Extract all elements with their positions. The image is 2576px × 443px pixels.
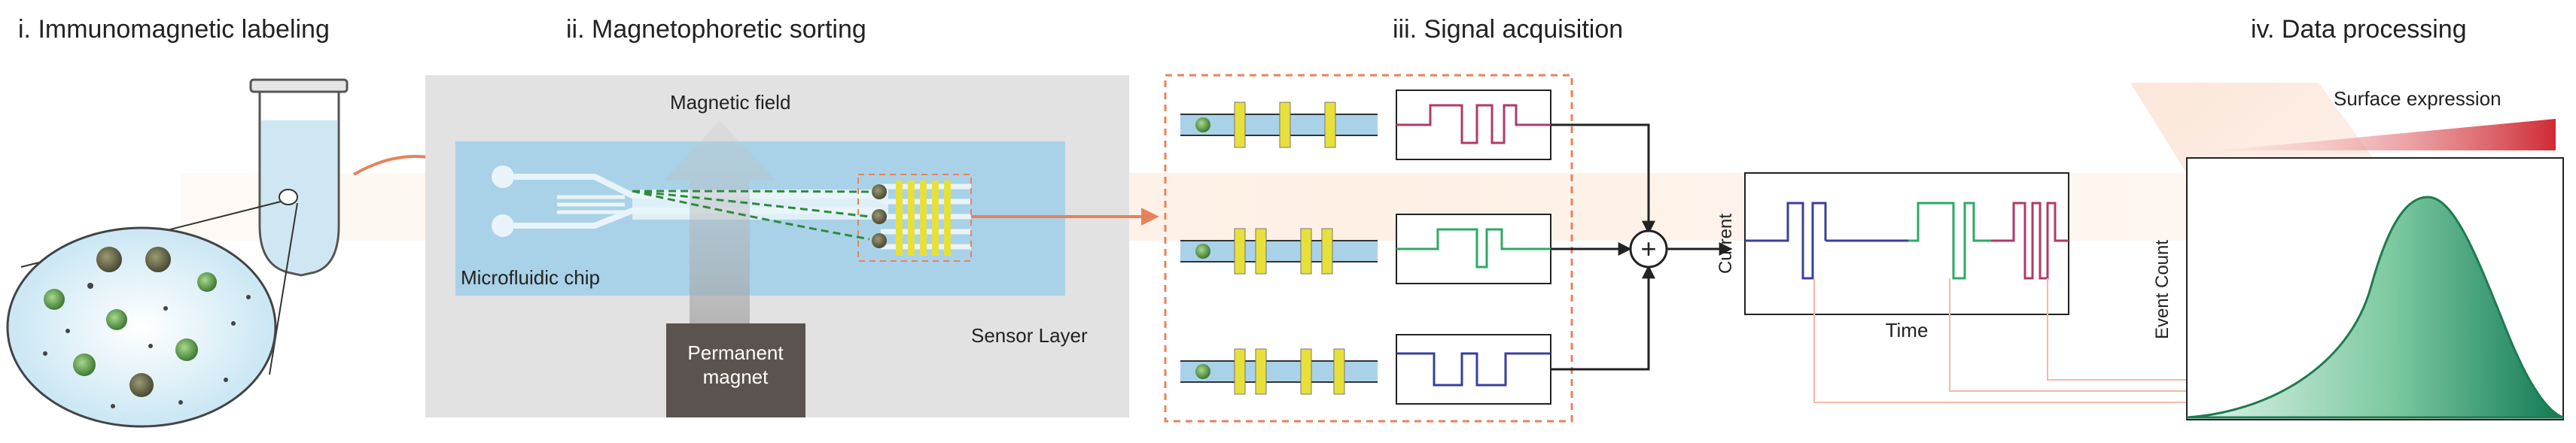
microfluidic-chip-label: Microfluidic chip <box>461 266 600 289</box>
signal-box-3 <box>1396 334 1551 405</box>
sensor-region-box <box>857 174 972 262</box>
sensor-channel-3 <box>1180 348 1378 395</box>
signal-box-2 <box>1396 214 1551 284</box>
signal-box-1 <box>1396 90 1551 160</box>
magnetic-field-label: Magnetic field <box>670 91 790 114</box>
header-step2: ii. Magnetophoretic sorting <box>566 15 866 44</box>
cell-trajectories <box>632 190 870 241</box>
permanent-magnet-label-line2: magnet <box>703 366 769 388</box>
labeled-cells <box>43 247 251 408</box>
sample-tube-icon <box>249 78 349 277</box>
current-axis-label: Current <box>1716 214 1736 274</box>
sorted-cells <box>872 184 887 248</box>
histogram-curve <box>2186 196 2564 419</box>
labeling-panel <box>6 78 485 428</box>
acquisition-panel: + Current Time <box>1164 74 2478 423</box>
connector-signal-3 <box>1551 265 1655 371</box>
header-step1: i. Immunomagnetic labeling <box>18 15 330 44</box>
connector-signal-1 <box>1551 123 1655 235</box>
surface-expression-label: Surface expression <box>2334 87 2501 110</box>
sensor-layer-label: Sensor Layer <box>971 324 1088 347</box>
sensor-channel-2 <box>1180 228 1378 275</box>
surface-expression-wedge <box>2221 119 2556 150</box>
sorting-panel: Permanent magnet Magnetic field Microflu… <box>425 75 1159 417</box>
header-step3: iii. Signal acquisition <box>1393 15 1623 44</box>
summing-symbol: + <box>1640 233 1656 264</box>
permanent-magnet <box>666 323 805 417</box>
time-axis-label: Time <box>1886 319 1929 341</box>
processing-panel: Surface expression Event Count <box>2130 83 2564 421</box>
header-step4: iv. Data processing <box>2251 15 2467 44</box>
sensor-electrodes <box>896 181 951 256</box>
combined-signal-box <box>1744 172 2069 315</box>
sensor-channel-1 <box>1180 102 1378 148</box>
event-count-axis-label: Event Count <box>2152 240 2173 339</box>
permanent-magnet-label-line1: Permanent <box>687 341 784 364</box>
